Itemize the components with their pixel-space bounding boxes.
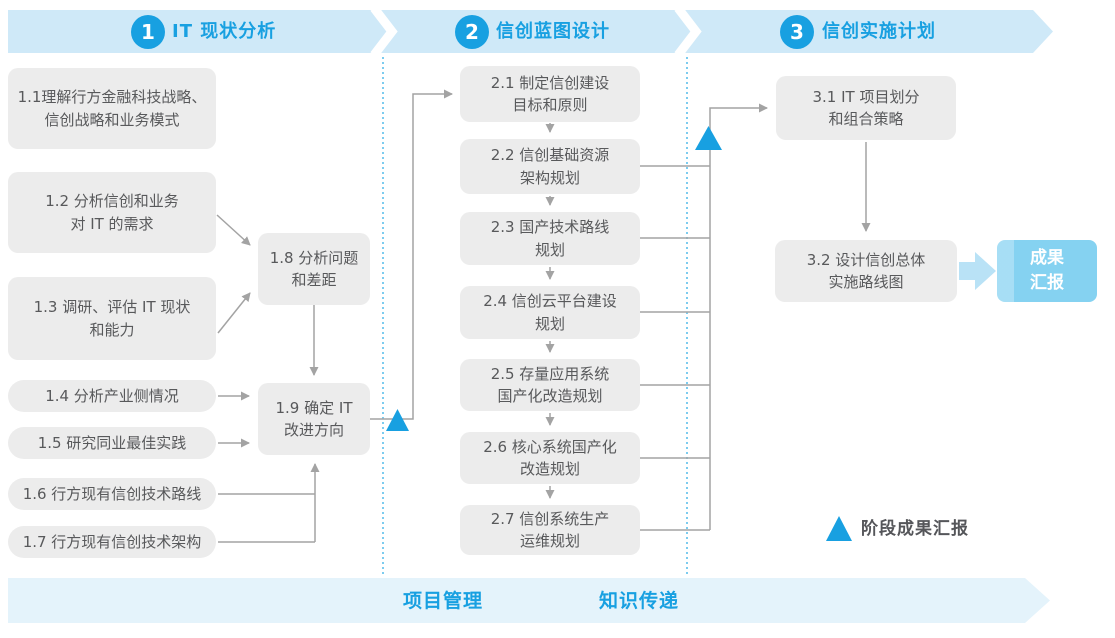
step-box-1-5: 1.5 研究同业最佳实践 <box>8 427 216 459</box>
connector-1-2-to-1-8 <box>216 214 251 246</box>
step-box-1-9: 1.9 确定 IT 改进方向 <box>258 383 370 455</box>
step-box-2-5: 2.5 存量应用系统 国产化改造规划 <box>460 359 640 411</box>
step-box-2-7: 2.7 信创系统生产 运维规划 <box>460 505 640 555</box>
phase-3-badge: 3 <box>780 15 814 49</box>
flow-arrow-icon <box>959 252 996 290</box>
step-box-2-6: 2.6 核心系统国产化 改造规划 <box>460 432 640 484</box>
connector-1-3-to-1-8 <box>217 292 251 334</box>
step-box-1-7: 1.7 行方现有信创技术架构 <box>8 526 216 558</box>
step-box-3-2: 3.2 设计信创总体 实施路线图 <box>775 240 957 302</box>
deliverable-box: 成果 汇报 <box>997 240 1097 302</box>
step-box-1-2: 1.2 分析信创和业务 对 IT 的需求 <box>8 172 216 253</box>
chevron-separator-icon <box>370 5 398 58</box>
phase-1-title: IT 现状分析 <box>172 21 277 42</box>
phase-2-badge: 2 <box>455 15 489 49</box>
step-box-2-4: 2.4 信创云平台建设 规划 <box>460 286 640 339</box>
connector-1-9-to-2-1 <box>370 89 453 420</box>
phase-2-title: 信创蓝图设计 <box>496 21 610 42</box>
chevron-separator-icon <box>674 5 702 58</box>
step-box-2-1: 2.1 制定信创建设 目标和原则 <box>460 66 640 122</box>
milestone-triangle-icon <box>386 409 409 431</box>
step-box-1-3: 1.3 调研、评估 IT 现状 和能力 <box>8 277 216 360</box>
step-box-2-2: 2.2 信创基础资源 架构规划 <box>460 139 640 194</box>
footer-label-knowledge-transfer: 知识传递 <box>599 590 680 612</box>
footer-band <box>8 578 1050 623</box>
step-box-1-4: 1.4 分析产业侧情况 <box>8 380 216 412</box>
step-box-2-3: 2.3 国产技术路线 规划 <box>460 212 640 265</box>
step-box-1-8: 1.8 分析问题 和差距 <box>258 233 370 305</box>
phase-3-title: 信创实施计划 <box>822 21 936 42</box>
milestone-triangle-icon <box>695 126 722 150</box>
phase-1-badge: 1 <box>131 15 165 49</box>
step-box-3-1: 3.1 IT 项目划分 和组合策略 <box>776 76 956 140</box>
step-box-1-6: 1.6 行方现有信创技术路线 <box>8 478 216 510</box>
footer-label-project-management: 项目管理 <box>403 590 484 612</box>
connector-bus-to-3-1 <box>709 103 768 530</box>
step-box-1-1: 1.1理解行方金融科技战略、 信创战略和业务模式 <box>8 68 216 149</box>
legend-label: 阶段成果汇报 <box>861 519 969 539</box>
legend-milestone-triangle-icon <box>826 516 852 541</box>
